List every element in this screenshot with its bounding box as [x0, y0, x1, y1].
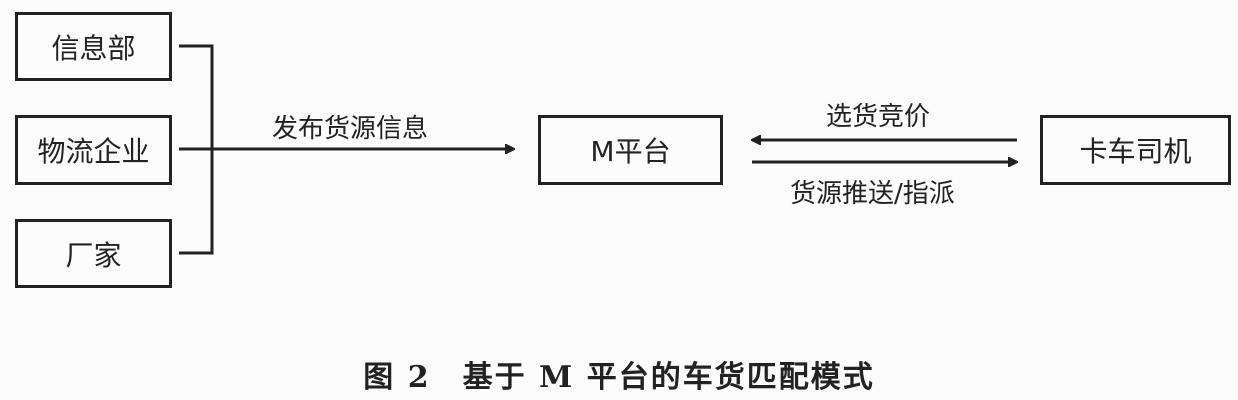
- push-label: 货源推送/指派: [790, 179, 955, 209]
- figure-caption: 图 2 基于 M 平台的车货匹配模式: [363, 360, 875, 395]
- source-label: 物流企业: [37, 135, 150, 168]
- source-label: 信息部: [51, 31, 136, 65]
- source-label: 厂家: [65, 238, 122, 272]
- source-box-logistics: 物流企业: [15, 115, 172, 185]
- publish-label: 发布货源信息: [272, 114, 429, 144]
- bid-label: 选货竞价: [826, 102, 931, 132]
- platform-box: M平台: [538, 115, 723, 185]
- source-box-factory: 厂家: [15, 219, 172, 288]
- driver-label: 卡车司机: [1079, 135, 1192, 168]
- driver-box: 卡车司机: [1040, 115, 1231, 185]
- platform-label: M平台: [590, 135, 671, 168]
- source-box-info-dept: 信息部: [15, 12, 172, 81]
